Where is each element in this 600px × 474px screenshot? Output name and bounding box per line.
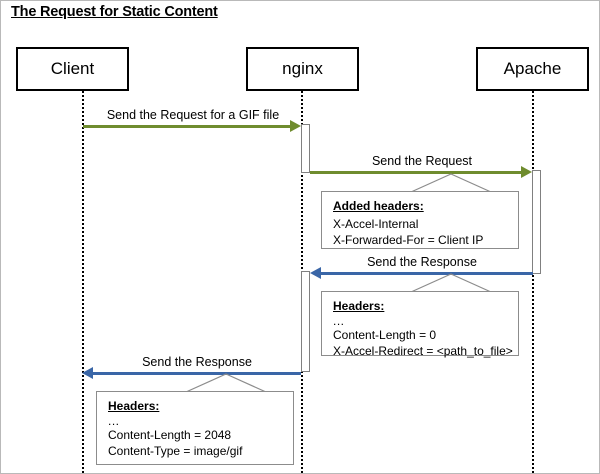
page-title: The Request for Static Content — [11, 4, 218, 20]
note-line: X-Forwarded-For = Client IP — [333, 233, 484, 247]
message-label-2: Send the Request — [371, 154, 473, 168]
note-line: Content-Length = 0 — [333, 328, 437, 342]
message-line-1 — [83, 125, 291, 128]
callout-tail-added-headers — [406, 173, 506, 193]
activation-nginx-response — [301, 271, 310, 372]
message-label-4: Send the Response — [142, 355, 252, 369]
activation-nginx-request — [301, 124, 310, 173]
note-line: ... — [333, 314, 345, 328]
note-line: ... — [108, 414, 120, 428]
note-title-nginx-response-headers: Headers: — [333, 299, 385, 313]
message-arrowhead-4 — [82, 367, 93, 379]
note-line: X-Accel-Redirect = <path_to_file> — [333, 344, 513, 358]
callout-tail-nginx-response-headers — [406, 273, 506, 293]
lifeline-client — [82, 91, 84, 473]
message-line-2 — [310, 171, 522, 174]
participant-box-client: Client — [16, 47, 129, 91]
message-arrowhead-3 — [310, 267, 321, 279]
message-arrowhead-2 — [521, 166, 532, 178]
message-line-3 — [321, 272, 533, 275]
participant-label-apache: Apache — [503, 59, 562, 78]
message-arrowhead-1 — [290, 120, 301, 132]
note-title-added-headers: Added headers: — [333, 199, 424, 213]
note-client-response-headers: Headers: ... Content-Length = 2048 Conte… — [96, 391, 294, 465]
note-added-headers: Added headers: X-Accel-Internal X-Forwar… — [321, 191, 519, 249]
activation-apache — [532, 170, 541, 274]
message-line-4 — [93, 372, 301, 375]
message-label-1: Send the Request for a GIF file — [106, 108, 280, 122]
lifeline-apache — [532, 91, 534, 473]
callout-tail-client-response-headers — [181, 373, 281, 393]
note-line: Content-Length = 2048 — [108, 428, 232, 442]
message-label-3: Send the Response — [367, 255, 477, 269]
participant-label-nginx: nginx — [282, 59, 323, 78]
participant-box-nginx: nginx — [246, 47, 359, 91]
note-line: Content-Type = image/gif — [108, 444, 243, 458]
note-title-client-response-headers: Headers: — [108, 399, 160, 413]
note-nginx-response-headers: Headers: ... Content-Length = 0 X-Accel-… — [321, 291, 519, 358]
note-line: X-Accel-Internal — [333, 217, 419, 231]
participant-box-apache: Apache — [476, 47, 589, 91]
participant-label-client: Client — [50, 59, 95, 78]
